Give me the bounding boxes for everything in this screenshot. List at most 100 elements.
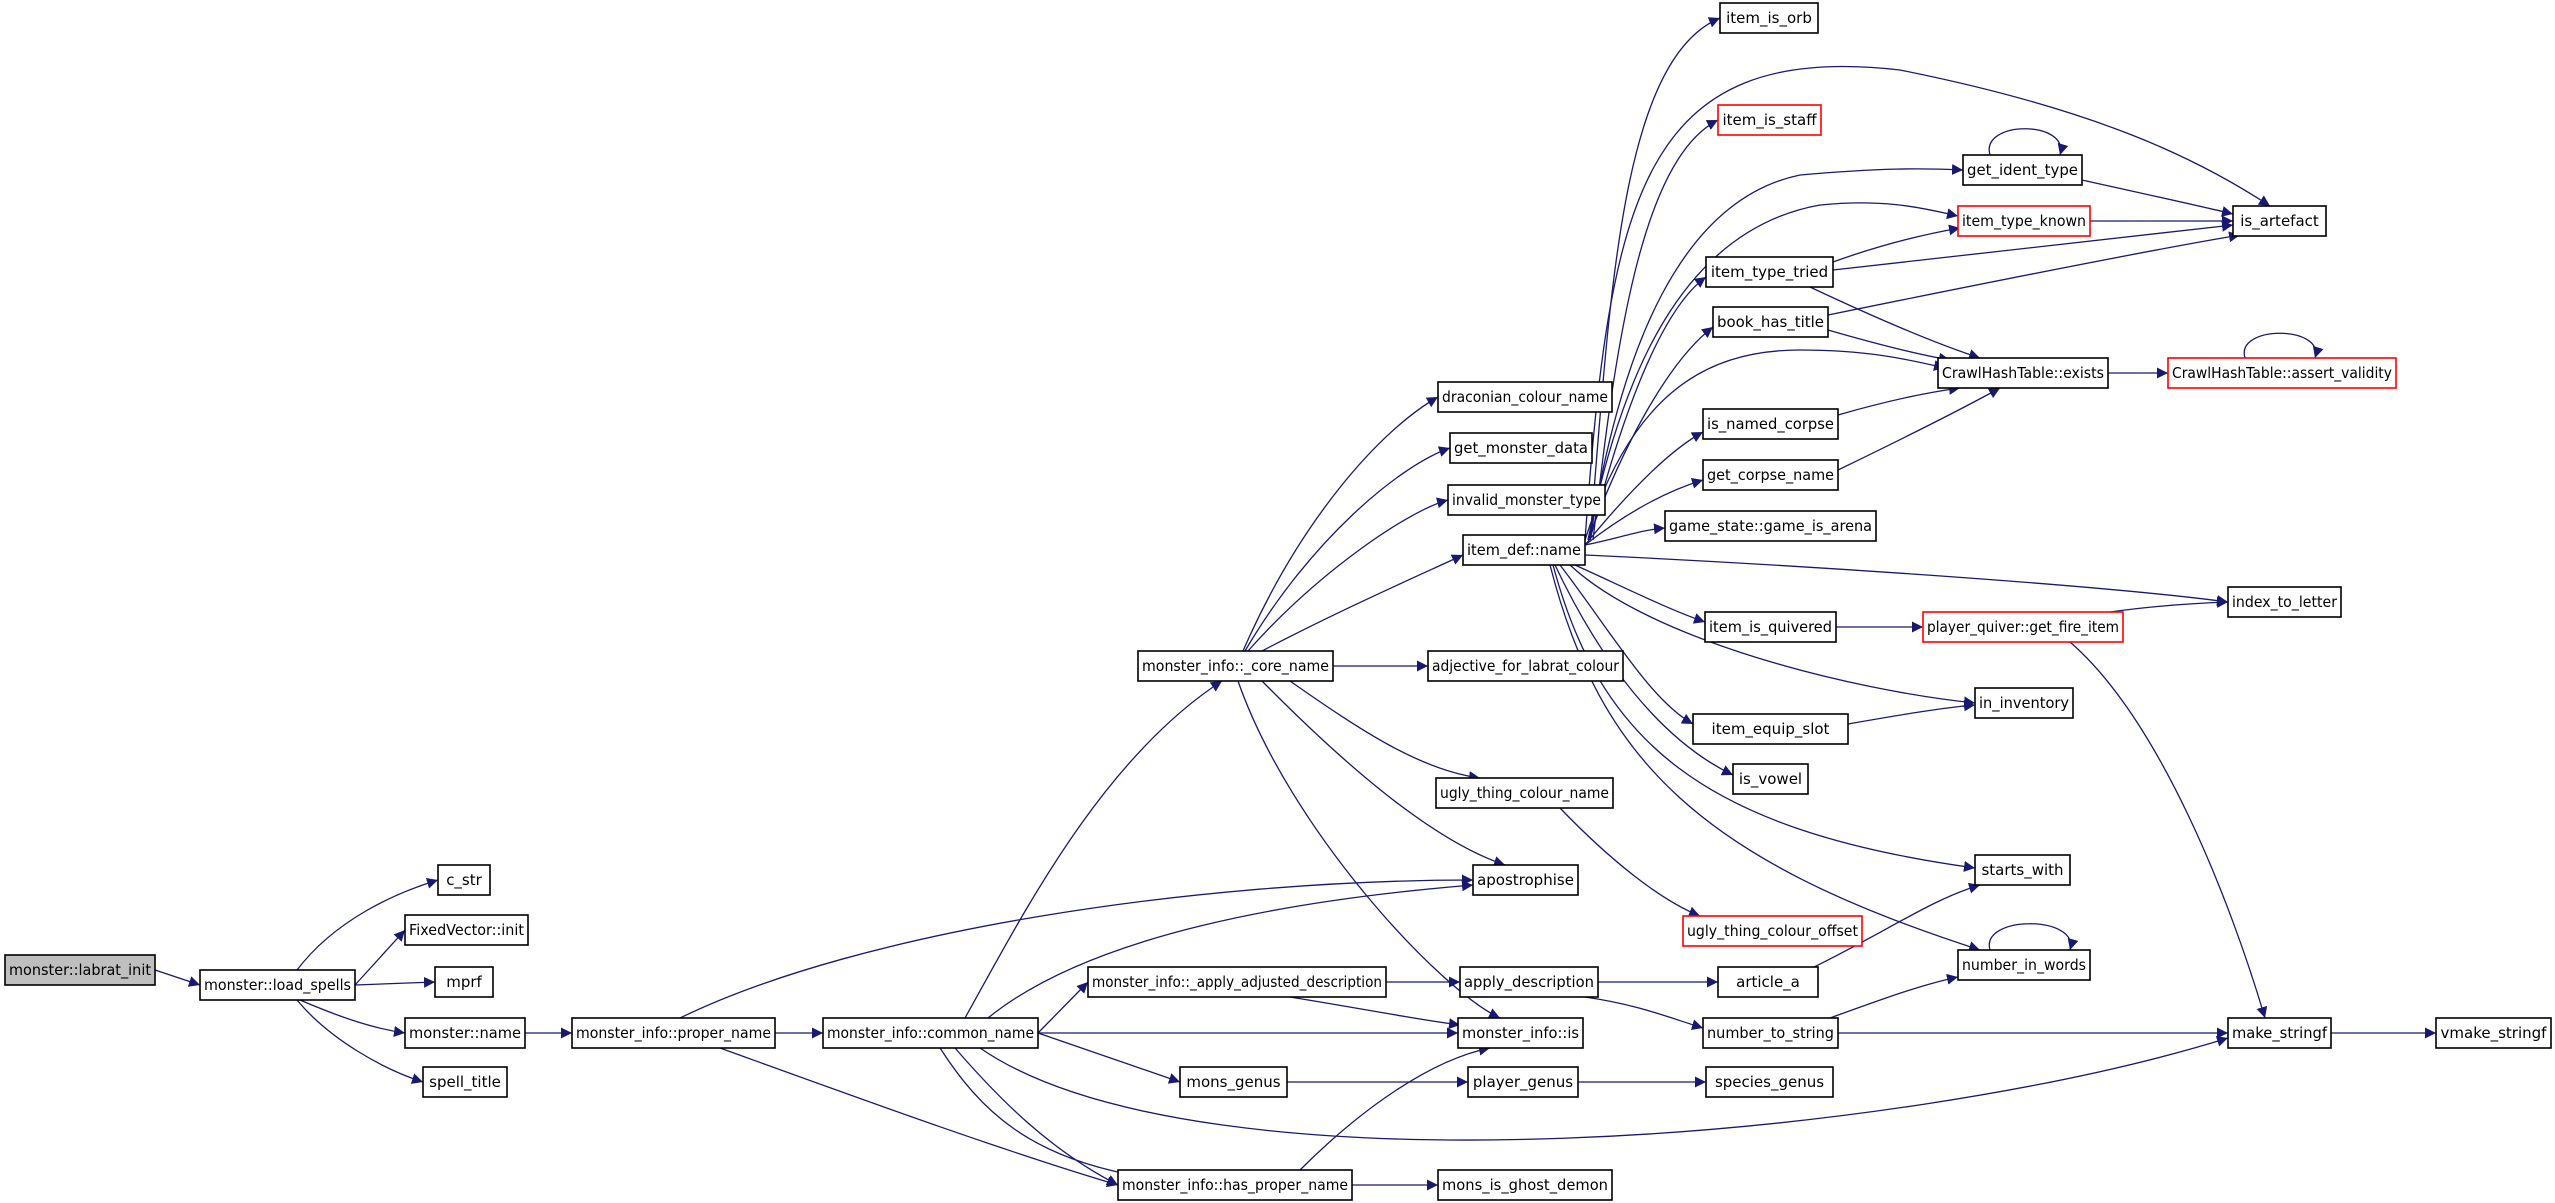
node-box <box>437 864 491 896</box>
node-starts-with[interactable]: starts_with <box>1974 854 2071 886</box>
node-label: get_monster_data <box>1454 439 1588 458</box>
node-mi-is[interactable]: monster_info::is <box>1457 1017 1584 1049</box>
node-named-corpse[interactable]: is_named_corpse <box>1702 408 1839 440</box>
node-label: apostrophise <box>1477 871 1574 889</box>
node-label: draconian_colour_name <box>1442 388 1608 407</box>
node-has-proper[interactable]: monster_info::has_proper_name <box>1117 1169 1353 1201</box>
node-label: article_a <box>1736 973 1800 992</box>
node-apply-adj[interactable]: monster_info::_apply_adjusted_descriptio… <box>1087 966 1387 998</box>
graph-edges <box>154 17 2436 1191</box>
node-label: monster::load_spells <box>204 976 351 995</box>
node-label: number_in_words <box>1962 956 2086 975</box>
node-chash-exists[interactable]: CrawlHashTable::exists <box>1937 357 2109 389</box>
node-get-ident[interactable]: get_ident_type <box>1962 154 2083 186</box>
node-box <box>1427 650 1624 682</box>
node-mons-genus[interactable]: mons_genus <box>1179 1066 1288 1098</box>
node-book-title[interactable]: book_has_title <box>1712 306 1829 338</box>
edge-item_name-to-get_ident <box>1589 163 1964 541</box>
node-item-name[interactable]: item_def::name <box>1462 534 1586 566</box>
node-box <box>1087 966 1387 998</box>
node-fv-init[interactable]: FixedVector::init <box>404 914 529 946</box>
node-type-tried[interactable]: item_type_tried <box>1705 256 1834 288</box>
node-label: player_quiver::get_fire_item <box>1927 618 2119 637</box>
node-label: monster::name <box>409 1024 521 1042</box>
edge-assert_valid-to-assert_valid <box>2243 332 2324 359</box>
edge-get_ident-to-get_ident <box>1988 128 2069 156</box>
node-proper-name[interactable]: monster_info::proper_name <box>571 1017 776 1049</box>
node-get-mdata[interactable]: get_monster_data <box>1449 432 1593 464</box>
node-label: c_str <box>446 871 482 890</box>
node-make-stringf[interactable]: make_stringf <box>2227 1017 2332 1049</box>
node-labrat-init[interactable]: monster::labrat_init <box>4 954 156 986</box>
node-label: player_genus <box>1473 1073 1573 1092</box>
node-box <box>1435 777 1614 809</box>
edge-get_ident-to-is_artefact <box>2081 179 2234 217</box>
edge-item_name-to-type_known <box>1587 202 1959 541</box>
node-c-str[interactable]: c_str <box>437 864 491 896</box>
node-num-words[interactable]: number_in_words <box>1957 949 2091 981</box>
edge-proper_name-to-apostrophise <box>679 874 1474 1019</box>
edge-common_name-to-mons_genus <box>1037 1032 1181 1084</box>
node-mprf[interactable]: mprf <box>434 966 494 998</box>
node-fire-item[interactable]: player_quiver::get_fire_item <box>1922 611 2124 643</box>
node-box <box>1117 1169 1353 1201</box>
node-item-quivered[interactable]: item_is_quivered <box>1704 611 1837 643</box>
node-equip-slot[interactable]: item_equip_slot <box>1692 713 1849 745</box>
node-is-vowel[interactable]: is_vowel <box>1732 763 1809 795</box>
edge-item_name-to-game_arena <box>1584 523 1666 546</box>
edge-book_title-to-chash_exists <box>1827 329 1951 364</box>
node-label: get_corpse_name <box>1707 466 1834 485</box>
node-box <box>1447 484 1606 516</box>
node-label: monster_info::has_proper_name <box>1122 1176 1348 1195</box>
node-box <box>1692 713 1849 745</box>
node-apply-desc[interactable]: apply_description <box>1459 966 1599 998</box>
node-in-inventory[interactable]: in_inventory <box>1974 687 2074 719</box>
node-invalid-mt[interactable]: invalid_monster_type <box>1447 484 1606 516</box>
edge-item_name-to-is_artefact <box>1584 65 2271 541</box>
node-item-is-staff[interactable]: item_is_staff <box>1717 104 1822 136</box>
node-article-a[interactable]: article_a <box>1717 966 1819 998</box>
node-common-name[interactable]: monster_info::common_name <box>822 1017 1039 1049</box>
edge-common_name-to-core_name <box>964 680 1223 1019</box>
node-label: mprf <box>446 973 482 991</box>
node-player-genus[interactable]: player_genus <box>1467 1066 1579 1098</box>
node-type-known[interactable]: item_type_known <box>1957 205 2091 237</box>
node-game-arena[interactable]: game_state::game_is_arena <box>1664 510 1877 542</box>
node-box <box>1719 2 1819 34</box>
node-assert-valid[interactable]: CrawlHashTable::assert_validity <box>2167 357 2397 389</box>
node-ghost-demon[interactable]: mons_is_ghost_demon <box>1437 1169 1613 1201</box>
node-box <box>1705 1066 1834 1098</box>
edge-item_name-to-starts_with <box>1552 564 1976 872</box>
edge-item_name-to-named_corpse <box>1584 431 1704 546</box>
edge-fire_item-to-index_letter <box>2109 596 2229 613</box>
node-spell-title[interactable]: spell_title <box>422 1066 508 1098</box>
node-adj-labrat[interactable]: adjective_for_labrat_colour <box>1427 650 1624 682</box>
node-label: is_named_corpse <box>1707 415 1834 434</box>
node-draconian[interactable]: draconian_colour_name <box>1437 381 1613 413</box>
node-box <box>1922 611 2124 643</box>
node-box <box>1467 1066 1579 1098</box>
edge-item_name-to-num_words <box>1549 564 1981 952</box>
node-corpse-name[interactable]: get_corpse_name <box>1702 459 1839 491</box>
node-core-name[interactable]: monster_info::_core_name <box>1137 650 1334 682</box>
node-label: FixedVector::init <box>409 921 524 939</box>
node-item-is-orb[interactable]: item_is_orb <box>1719 2 1819 34</box>
node-apostrophise[interactable]: apostrophise <box>1472 864 1579 896</box>
node-index-letter[interactable]: index_to_letter <box>2227 586 2342 618</box>
node-box <box>1974 687 2074 719</box>
edge-named_corpse-to-chash_exists <box>1837 384 1961 416</box>
node-mname[interactable]: monster::name <box>404 1017 526 1049</box>
node-is-artefact[interactable]: is_artefact <box>2232 205 2327 237</box>
node-label: ugly_thing_colour_offset <box>1687 922 1858 941</box>
node-box <box>1717 966 1819 998</box>
edge-core_name-to-mi_is <box>1237 680 1501 1019</box>
node-box <box>1702 459 1839 491</box>
node-num-to-str[interactable]: number_to_string <box>1702 1017 1839 1049</box>
node-vmake-stringf[interactable]: vmake_stringf <box>2435 1017 2552 1049</box>
node-species-genus[interactable]: species_genus <box>1705 1066 1834 1098</box>
edge-core_name-to-apostrophise <box>1261 680 1506 867</box>
node-load-spells[interactable]: monster::load_spells <box>199 969 356 1001</box>
node-ugly-colour[interactable]: ugly_thing_colour_name <box>1435 777 1614 809</box>
node-box <box>1682 915 1863 947</box>
node-ugly-offset[interactable]: ugly_thing_colour_offset <box>1682 915 1863 947</box>
